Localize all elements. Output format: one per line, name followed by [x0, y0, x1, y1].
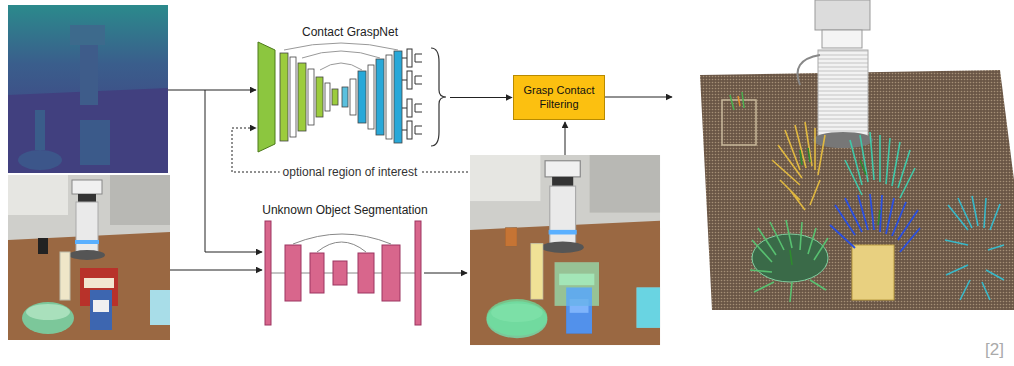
drawing-shape: [298, 63, 306, 131]
segmented-image: [470, 155, 660, 345]
drawing-shape: [415, 221, 421, 325]
drawing-shape: [350, 79, 356, 115]
mask: [486, 299, 547, 336]
drawing-shape: [271, 273, 285, 274]
drawing-shape: [415, 104, 422, 112]
drawing-shape: [332, 89, 338, 105]
box-label: Grasp Contact Filtering: [520, 84, 598, 110]
drawing-shape: [358, 253, 374, 293]
mask: [566, 287, 592, 333]
drawing-shape: [258, 42, 275, 152]
drawing-shape: [402, 80, 407, 81]
depth-robot: [70, 25, 105, 45]
drawing-shape: [386, 55, 392, 139]
drawing-shape: [407, 71, 412, 89]
drawing-shape: [320, 63, 362, 70]
drawing-shape: [376, 59, 384, 135]
grasp-lines: [790, 148, 880, 265]
network-block: Unknown Object Segmentation: [255, 198, 435, 338]
drawing-shape: [308, 69, 314, 125]
drawing-shape: [324, 273, 333, 274]
depth-robot: [80, 45, 98, 105]
drawing-shape: [301, 273, 310, 274]
drawing-shape: [415, 126, 422, 134]
flow-arrow: [205, 90, 256, 91]
drawing-shape: [407, 99, 412, 117]
cloud-robot: [822, 30, 862, 48]
drawing-shape: [368, 65, 374, 129]
reference-number: [2]: [982, 340, 1007, 360]
rgb-image: [8, 175, 170, 340]
flow-arrow: [170, 270, 262, 271]
grasp-lines: [730, 92, 744, 110]
grasp-lines: [845, 132, 915, 198]
annotation-label: optional region of interest: [280, 165, 421, 179]
cloud-basket: [722, 100, 756, 145]
mask: [505, 228, 517, 246]
grasp-lines: [738, 96, 740, 106]
cloud-robot: [813, 132, 873, 148]
drawing-shape: [407, 49, 412, 67]
drawing-shape: [382, 245, 400, 301]
drawing-shape: [347, 273, 358, 274]
drawing-shape: [317, 242, 366, 252]
drawing-shape: [402, 108, 407, 109]
flow-arrow: [424, 273, 467, 274]
flow-line: [168, 90, 205, 91]
drawing-shape: [325, 83, 330, 111]
network-drawing: [250, 20, 450, 160]
drawing-shape: [415, 54, 422, 62]
drawing-shape: [402, 130, 407, 131]
depth-object: [80, 120, 110, 165]
grasp-lines: [750, 220, 828, 302]
process-box: Grasp Contact Filtering: [513, 75, 605, 120]
drawing-shape: [284, 43, 398, 50]
drawing-shape: [402, 58, 407, 59]
cloud-box: [852, 245, 894, 300]
cloud-robot: [818, 50, 868, 140]
flow-arrow: [450, 97, 512, 98]
network-title: Unknown Object Segmentation: [262, 203, 427, 217]
drawing-shape: [342, 87, 348, 107]
grasp-lines: [945, 196, 1004, 300]
drawing-shape: [374, 273, 382, 274]
cloud-robot: [815, 0, 870, 30]
depth-image: [8, 5, 168, 173]
grasp-lines: [772, 122, 825, 210]
drawing-shape: [290, 57, 296, 137]
grasp-lines: [830, 194, 920, 252]
depth-ground: [8, 5, 168, 173]
segmented-photo: [470, 155, 660, 345]
network-block: Contact GraspNet: [250, 20, 450, 160]
drawing-shape: [333, 261, 347, 285]
drawing-shape: [285, 245, 301, 301]
point-cloud: [700, 0, 1014, 310]
drawing-shape: [310, 253, 324, 293]
drawing-shape: [358, 71, 366, 123]
network-drawing: [255, 198, 435, 338]
flow-arrow: [605, 97, 672, 98]
network-title: Contact GraspNet: [302, 25, 398, 39]
drawing-shape: [265, 221, 271, 325]
drawing-shape: [302, 51, 380, 58]
drawing-shape: [394, 51, 402, 143]
flow-arrow: [205, 90, 262, 252]
drawing-shape: [415, 76, 422, 84]
drawing-shape: [280, 53, 288, 141]
cloud-cable: [798, 55, 821, 85]
drawing-shape: [316, 77, 323, 117]
flow-arrow: [565, 122, 566, 155]
drawing-shape: [431, 48, 446, 146]
mask: [531, 244, 543, 299]
mask: [637, 287, 660, 327]
drawing-shape: [400, 273, 415, 274]
depth-object: [35, 110, 45, 150]
depth-object: [18, 150, 62, 170]
drawing-shape: [407, 121, 412, 139]
